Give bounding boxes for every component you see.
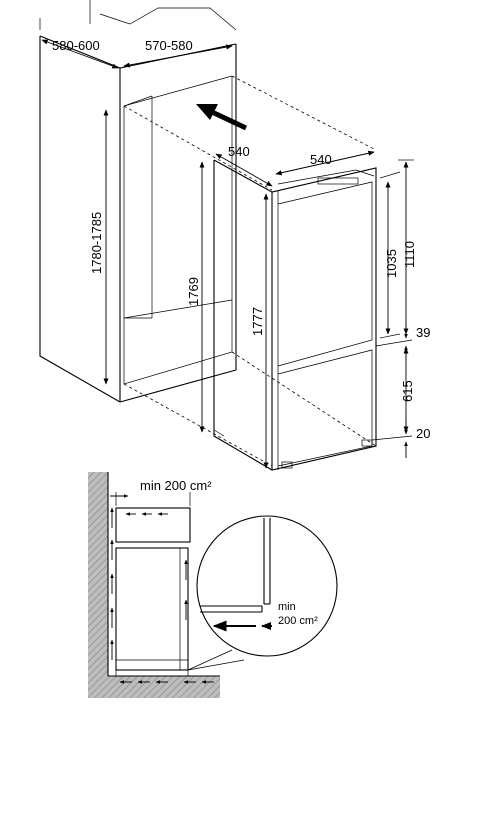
- dimension-upper-section: 1110: [398, 159, 417, 335]
- niche-width-label: 570-580: [145, 38, 193, 53]
- top-vent-label: min 200 cm²: [140, 478, 212, 493]
- dimension-appliance-width: 540: [275, 150, 375, 176]
- appliance-body: [213, 159, 377, 471]
- top-vent-annotation: min 200 cm²: [115, 478, 212, 506]
- dimension-appliance-inner-height: 1769: [186, 161, 205, 433]
- gap-label: 39: [416, 325, 430, 340]
- appliance-depth-label: 540: [228, 144, 250, 159]
- dimension-niche-depth: 580-600: [41, 38, 119, 69]
- insertion-arrow-icon: [196, 104, 248, 131]
- dimension-appliance-depth: 540: [215, 144, 273, 187]
- dimension-gap: 39: [375, 322, 430, 360]
- dimension-niche-height: 1780-1785: [89, 109, 109, 385]
- dimension-niche-width: 570-580: [123, 38, 233, 68]
- niche-depth-label: 580-600: [52, 38, 100, 53]
- airflow-arrows-icon: [110, 494, 214, 684]
- bottom-label: 20: [416, 426, 430, 441]
- dimension-appliance-height: 1777: [250, 193, 269, 469]
- niche-cabinet: [39, 0, 377, 467]
- dimension-lower-door: 615: [400, 347, 415, 433]
- upper-door-label: 1035: [384, 249, 399, 278]
- ventilation-cabinet: [115, 507, 191, 677]
- dimension-upper-door: 1035: [379, 171, 401, 339]
- lower-door-label: 615: [400, 380, 415, 402]
- appliance-height-label: 1777: [250, 307, 265, 336]
- niche-height-label: 1780-1785: [89, 212, 104, 274]
- upper-section-label: 1110: [402, 241, 417, 268]
- detail-min-label: min: [278, 601, 296, 613]
- dimension-bottom: 20: [371, 418, 430, 458]
- appliance-width-label: 540: [310, 152, 332, 167]
- appliance-inner-height-label: 1769: [186, 277, 201, 306]
- detail-area-label: 200 cm²: [278, 615, 318, 627]
- detail-magnifier: min 200 cm²: [187, 515, 338, 671]
